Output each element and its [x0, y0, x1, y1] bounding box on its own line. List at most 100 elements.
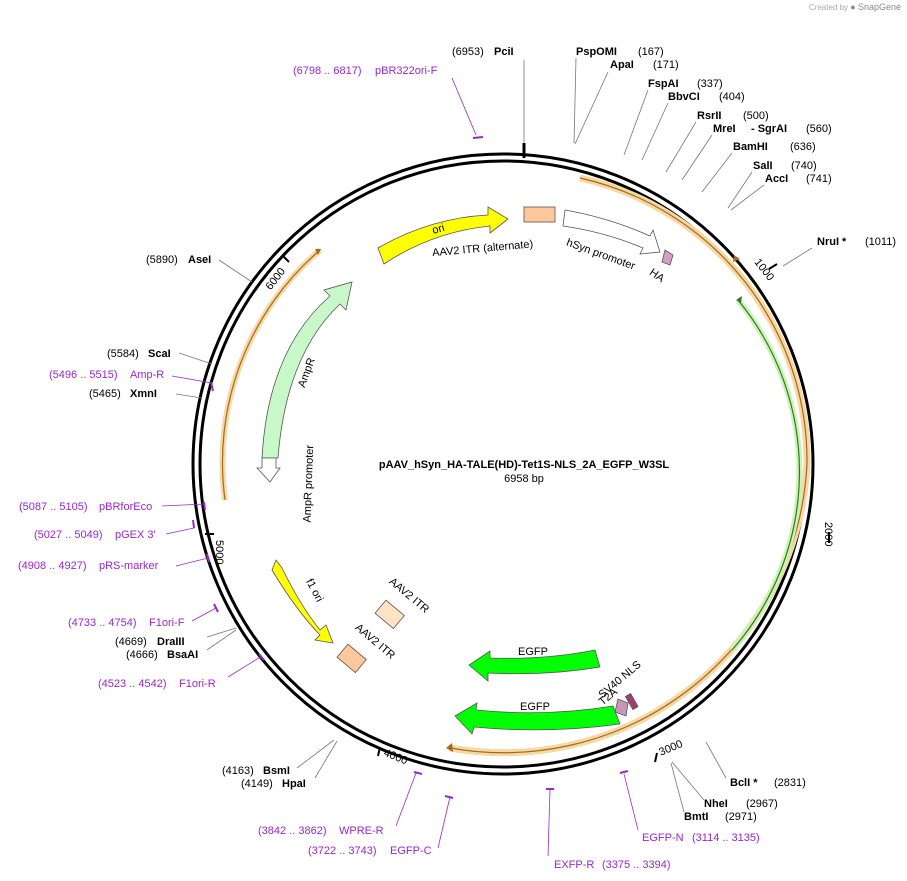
site-scai-name: ScaI	[148, 348, 171, 360]
site-bmti-pos: (2971)	[725, 811, 757, 823]
tick-1000	[768, 263, 778, 270]
site-pcii-pos: (6953)	[452, 46, 484, 58]
feature-f1-ori	[271, 559, 334, 644]
feature-ori	[377, 206, 509, 265]
credit-prefix: Created by	[808, 3, 849, 12]
feature-egfp-2-label: EGFP	[520, 701, 550, 713]
primer-pbr322ori-f-range: (6798 .. 6817)	[293, 65, 362, 77]
feature-t2a	[614, 698, 629, 717]
site-acci-name: AccI	[765, 173, 788, 185]
primer-pbr322ori-f-name: pBR322ori-F	[375, 65, 438, 77]
primer-egfp-n-name: EGFP-N	[642, 832, 684, 844]
site-mrei-name: MreI	[713, 123, 736, 135]
site-labels: (6953) PciI PspOMI (167) ApaI (171) FspA…	[89, 46, 896, 823]
tick-3000	[654, 752, 658, 763]
tick-6000	[282, 255, 290, 263]
site-bsaai-name: BsaAI	[167, 649, 198, 661]
primer-f1ori-f-name: F1ori-F	[149, 617, 185, 629]
primer-egfp-c-name: EGFP-C	[390, 845, 432, 857]
arrowhead-orange-2	[733, 255, 740, 262]
feature-egfp-1-label: EGFP	[518, 646, 548, 658]
feature-ha-label: HA	[647, 266, 667, 285]
tick-label-3000: 3000	[657, 738, 684, 759]
site-leaders	[175, 57, 813, 813]
plasmid-name: pAAV_hSyn_HA-TALE(HD)-Tet1S-NLS_2A_EGFP_…	[379, 459, 670, 471]
site-pspomi-pos: (167)	[638, 46, 664, 58]
feature-ampr-promoter-label: AmpR promoter	[302, 444, 317, 522]
primer-exfp-r-range: (3375 .. 3394)	[602, 859, 671, 871]
site-nhei-name: NheI	[704, 798, 728, 810]
green-arc-line	[731, 299, 801, 651]
feature-egfp-2	[454, 702, 621, 735]
primer-exfp-r-name: EXFP-R	[554, 859, 594, 871]
site-bmti-name: BmtI	[684, 811, 708, 823]
credit-brand: SnapGene	[857, 2, 901, 12]
tick-marks	[205, 255, 830, 763]
site-xmni-name: XmnI	[130, 388, 157, 400]
site-acci-pos: (741)	[806, 173, 832, 185]
primer-amp-r-range: (5496 .. 5515)	[49, 369, 118, 381]
site-pcii-name: PciI	[494, 46, 514, 58]
cds-arc-orange-line	[449, 177, 808, 754]
primer-wpre-r-range: (3842 .. 3862)	[258, 825, 327, 837]
site-apai-name: ApaI	[610, 59, 634, 71]
primer-f1ori-r-range: (4523 .. 4542)	[98, 678, 167, 690]
site-rsrii-name: RsrII	[697, 110, 721, 122]
site-bamhi-name: BamHI	[733, 141, 768, 153]
primer-f1ori-f-range: (4733 .. 4754)	[68, 617, 137, 629]
site-pspomi-name: PspOMI	[576, 46, 617, 58]
primer-prs-marker-name: pRS-marker	[99, 560, 159, 572]
feature-ha	[661, 249, 674, 266]
snapgene-logo-icon: ●	[850, 2, 856, 12]
cds-arc-left-line	[221, 249, 321, 501]
tick-4000	[377, 746, 381, 757]
tick-label-5000: 5000	[213, 540, 225, 564]
primer-pbrforeco-name: pBRforEco	[99, 501, 152, 513]
tick-label-2000: 2000	[822, 522, 834, 546]
tick-label-1000: 1000	[752, 257, 777, 284]
feature-ampr-promoter	[256, 457, 281, 483]
primer-amp-r-name: Amp-R	[130, 369, 164, 381]
feature-f1-ori-label: f1 ori	[303, 577, 325, 604]
backbone-outer	[191, 152, 815, 776]
primer-egfp-c-range: (3722 .. 3743)	[308, 845, 377, 857]
arrowhead-left	[315, 249, 321, 255]
site-sali-name: SalI	[753, 160, 773, 172]
primer-pbrforeco-range: (5087 .. 5105)	[19, 501, 88, 513]
feature-aav2-itr-1	[374, 599, 405, 630]
primer-egfp-n-range: (3114 .. 3135)	[692, 832, 760, 844]
site-nrui-name: NruI *	[817, 236, 847, 248]
feature-hsyn-label: hSyn promoter	[565, 237, 637, 273]
site-scai-pos: (5584)	[107, 348, 139, 360]
primer-f1ori-r-name: F1ori-R	[179, 678, 216, 690]
site-bsmi-name: BsmI	[263, 765, 290, 777]
plasmid-size: 6958 bp	[504, 473, 544, 485]
site-bcli-name: BclI *	[730, 777, 758, 789]
arrowhead-green	[736, 296, 742, 303]
site-fspai-name: FspAI	[648, 78, 679, 90]
site-sgrai-pos: (560)	[806, 123, 832, 135]
snapgene-credit: Created by ● SnapGene	[809, 2, 901, 12]
feature-aav2-itr-alt	[523, 206, 556, 223]
primer-prs-marker-range: (4908 .. 4927)	[18, 560, 87, 572]
site-asei-name: AseI	[188, 254, 211, 266]
site-asei-pos: (5890)	[146, 254, 178, 266]
site-bcli-pos: (2831)	[774, 777, 806, 789]
site-fspai-pos: (337)	[697, 78, 723, 90]
site-rsrii-pos: (500)	[743, 110, 769, 122]
primer-marks	[192, 136, 629, 799]
site-nrui-pos: (1011)	[865, 236, 896, 248]
site-nhei-pos: (2967)	[746, 798, 778, 810]
site-draiii-name: DraIII	[157, 636, 185, 648]
primer-pgex3-range: (5027 .. 5049)	[34, 529, 103, 541]
feature-aav2-itr-2	[336, 643, 367, 674]
feature-aav2-itr-alt-label: AAV2 ITR (alternate)	[432, 238, 534, 259]
site-bamhi-pos: (636)	[790, 141, 816, 153]
primer-leaders	[161, 77, 639, 857]
site-xmni-pos: (5465)	[89, 388, 121, 400]
site-bsaai-pos: (4666)	[126, 649, 158, 661]
primer-pgex3-name: pGEX 3'	[115, 529, 156, 541]
site-bbvci-name: BbvCI	[668, 91, 700, 103]
primer-wpre-r-name: WPRE-R	[339, 825, 384, 837]
